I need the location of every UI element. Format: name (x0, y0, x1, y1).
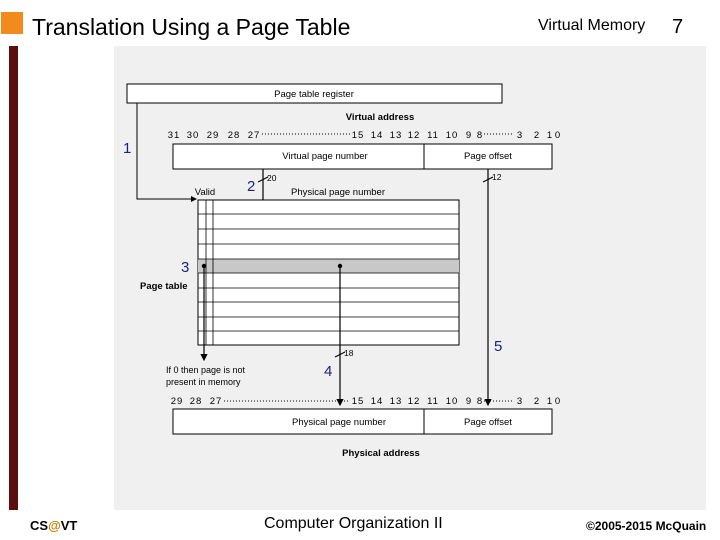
va-bit-9: 9 (466, 130, 472, 141)
pa-bit-27: 27 (210, 396, 223, 407)
selected-page-table-entry (198, 259, 459, 273)
va-bit-15: 15 (352, 130, 365, 141)
page-table-row-lines (198, 213, 459, 332)
bit-width-18: 18 (344, 348, 354, 358)
va-bit-12: 12 (408, 130, 421, 141)
pa-bit-1: 1 (547, 396, 553, 407)
register-pointer-line (136, 103, 197, 202)
physical-address-title: Physical address (342, 448, 420, 459)
step-2-label: 2 (247, 178, 255, 195)
slide-title: Translation Using a Page Table (32, 14, 351, 40)
bit-width-12: 12 (492, 172, 502, 182)
pa-bit-29: 29 (171, 396, 184, 407)
pa-bit-14: 14 (371, 396, 384, 407)
virtual-address-title: Virtual address (346, 112, 414, 123)
invalid-note-line1: If 0 then page is not (166, 365, 246, 375)
step-1-label: 1 (123, 140, 131, 157)
left-accent-bar (9, 46, 18, 510)
footer-copyright: ©2005-2015 McQuain (586, 519, 707, 533)
step-4-label: 4 (324, 363, 332, 380)
slide-number: 7 (672, 16, 684, 38)
physical-page-number-field (172, 408, 425, 435)
bit-width-20: 20 (267, 173, 277, 183)
footer-course-title: Computer Organization II (264, 515, 443, 532)
accent-square (1, 12, 23, 34)
vpn-width-tick (257, 176, 269, 183)
offset-width-tick (482, 176, 494, 183)
pa-bit-28: 28 (190, 396, 203, 407)
step-5-label: 5 (494, 338, 502, 355)
va-bit-3: 3 (517, 130, 523, 141)
footer-course-at: @ (48, 518, 61, 533)
physical-page-number-label: Physical page number (292, 417, 386, 428)
pa-bit-11: 11 (427, 396, 439, 407)
pa-bit-9: 9 (466, 396, 472, 407)
step-3-label: 3 (181, 259, 189, 276)
pa-bit-8: 8 (477, 396, 483, 407)
va-bit-27: 27 (248, 130, 261, 141)
footer-course-cs: CS (30, 518, 49, 533)
va-bit-11: 11 (427, 130, 439, 141)
va-bit-2: 2 (534, 130, 540, 141)
va-bit-0: 0 (555, 130, 561, 141)
invalid-note-line2: present in memory (166, 377, 241, 387)
pa-bit-15: 15 (352, 396, 365, 407)
footer-course: CS@VT (30, 518, 77, 533)
va-bit-29: 29 (207, 130, 220, 141)
va-bit-8: 8 (477, 130, 483, 141)
pa-bit-13: 13 (390, 396, 403, 407)
va-bit-1: 1 (547, 130, 553, 141)
va-bit-13: 13 (390, 130, 403, 141)
va-bit-30: 30 (187, 130, 200, 141)
footer-course-vt: VT (60, 518, 78, 533)
page-table-register-label: Page table register (274, 89, 354, 100)
virtual-page-offset-label: Page offset (464, 151, 512, 162)
page-table-label: Page table (140, 281, 188, 292)
va-bit-28: 28 (228, 130, 241, 141)
va-bit-10: 10 (446, 130, 459, 141)
pa-bit-3: 3 (517, 396, 523, 407)
valid-column-header: Valid (195, 187, 215, 198)
physical-page-offset-label: Page offset (464, 417, 512, 428)
valid-bit-dot (201, 263, 207, 269)
va-bit-31: 31 (168, 130, 181, 141)
ppn-dot (337, 263, 343, 269)
virtual-page-number-label: Virtual page number (282, 151, 367, 162)
ppn-column-header: Physical page number (291, 187, 385, 198)
va-bit-14: 14 (371, 130, 384, 141)
pa-bit-0: 0 (555, 396, 561, 407)
pa-bit-10: 10 (446, 396, 459, 407)
pa-bit-2: 2 (534, 396, 540, 407)
pa-bit-12: 12 (408, 396, 421, 407)
page-table-register-box (126, 83, 503, 104)
ppn-width-tick (334, 351, 346, 358)
section-title: Virtual Memory (538, 17, 646, 34)
physical-page-offset-field (423, 408, 553, 435)
